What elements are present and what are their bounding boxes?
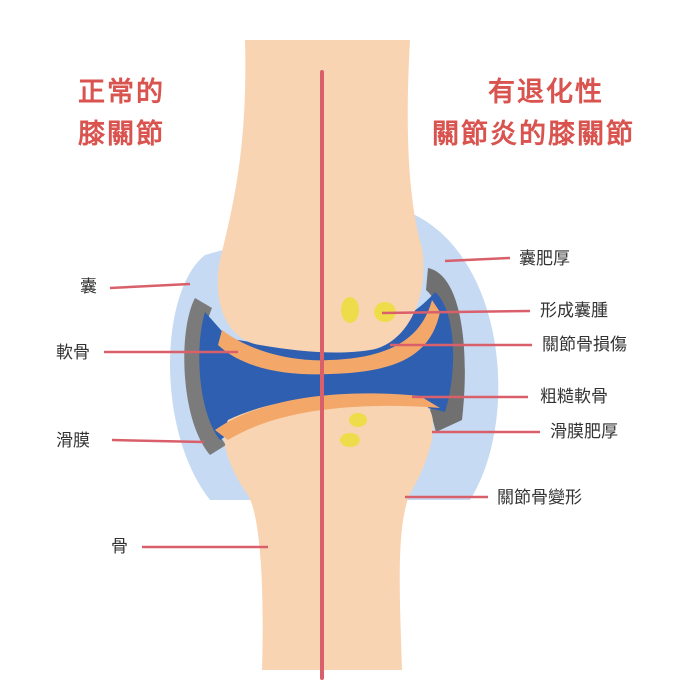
synovium-left [184, 298, 226, 455]
title-normal-line2: 膝關節 [78, 119, 165, 150]
label-capsule: 囊 [80, 277, 97, 297]
leader-capsule [109, 282, 191, 290]
label-cyst-formation: 形成囊腫 [540, 301, 608, 321]
label-synovium: 滑膜 [56, 431, 90, 451]
cyst [341, 297, 359, 323]
cyst [349, 413, 367, 427]
label-synovium-thickening: 滑膜肥厚 [550, 422, 618, 442]
label-rough-cartilage: 粗糙軟骨 [540, 387, 608, 407]
femur-cartilage [218, 300, 440, 375]
title-normal-line1: 正常的 [78, 77, 165, 108]
label-joint-bone-deformity: 關節骨變形 [497, 488, 582, 508]
label-capsule-thickening: 囊肥厚 [519, 249, 570, 269]
label-cartilage: 軟骨 [56, 343, 90, 363]
title-oa-line2: 關節炎的膝關節 [432, 119, 635, 150]
label-bone: 骨 [111, 537, 128, 557]
tibia-bone [224, 396, 434, 670]
cyst [340, 433, 360, 447]
leader-synovium [111, 438, 205, 444]
title-oa-line1: 有退化性 [488, 77, 604, 108]
tibia-cartilage [215, 393, 440, 440]
leader-cyst-formation [381, 309, 531, 315]
label-joint-bone-damage: 關節骨損傷 [542, 335, 627, 355]
leader-capsule-thickening [444, 256, 511, 263]
